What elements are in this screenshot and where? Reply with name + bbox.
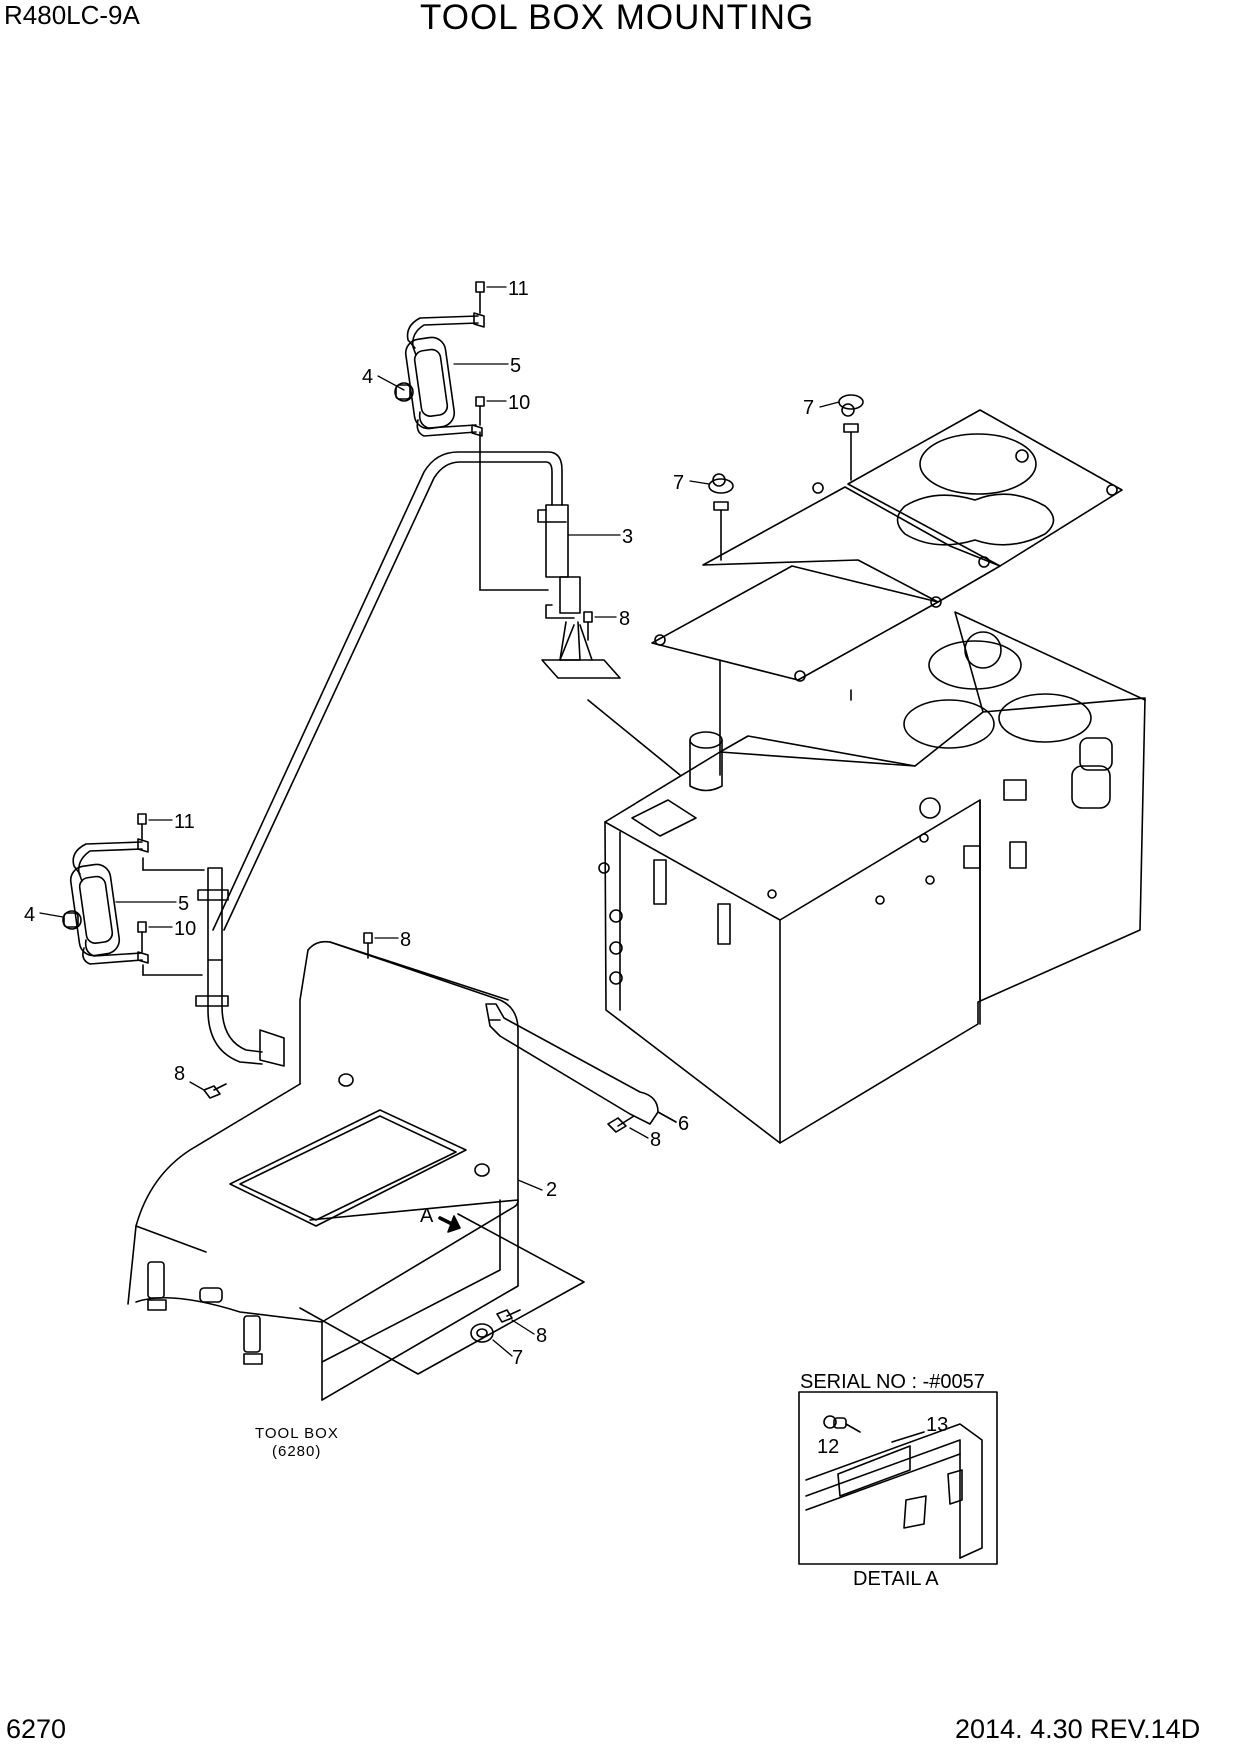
callout-8-bottom: 8	[536, 1325, 547, 1347]
callout-10-left: 10	[174, 918, 196, 940]
lower-stay	[195, 867, 285, 1099]
callout-7-bottom: 7	[512, 1347, 523, 1369]
callout-8-mid: 8	[400, 929, 411, 951]
callout-8-top: 8	[619, 608, 630, 630]
detail-a-content	[805, 1415, 983, 1559]
callout-5-left: 5	[178, 893, 189, 915]
model-number: R480LC-9A	[4, 0, 140, 30]
callout-2: 2	[546, 1179, 557, 1201]
upper-mirror	[394, 312, 485, 437]
callout-7-a: 7	[673, 472, 684, 494]
callout-12: 12	[817, 1436, 839, 1458]
callout-leaders	[39, 286, 840, 1357]
page-number: 6270	[6, 1714, 67, 1744]
callout-labels: 11 5 4 10 3 8 7 7 11 5 4 10 8 8 6 8 2 8 …	[24, 278, 948, 1458]
tank-body	[598, 611, 1146, 1144]
callout-11-left: 11	[174, 811, 195, 833]
callout-3: 3	[622, 526, 633, 548]
callout-11-top: 11	[508, 278, 529, 300]
callout-7-b: 7	[803, 397, 814, 419]
strap	[485, 1003, 677, 1125]
callout-4-left: 4	[24, 904, 35, 926]
callout-6: 6	[678, 1113, 689, 1135]
serial-number-label: SERIAL NO : -#0057	[800, 1371, 985, 1393]
revision-date: 2014. 4.30 REV.14D	[955, 1714, 1201, 1744]
callout-10-top: 10	[508, 392, 530, 414]
callout-8-right: 8	[650, 1129, 661, 1151]
callout-13: 13	[926, 1414, 948, 1436]
lower-mirror	[62, 813, 205, 976]
callout-4-top: 4	[362, 366, 373, 388]
toolbox-ref: (6280)	[272, 1443, 321, 1460]
page-title: TOOL BOX MOUNTING	[420, 0, 815, 37]
upper-bolts	[475, 281, 485, 426]
callout-5-top: 5	[510, 355, 521, 377]
detail-a-frame	[798, 1391, 998, 1565]
floor-plates	[651, 403, 1123, 682]
tool-box	[127, 940, 585, 1401]
detail-a-label: DETAIL A	[853, 1568, 939, 1590]
mirror-stay-pipe	[212, 431, 681, 931]
toolbox-name: TOOL BOX	[255, 1425, 339, 1442]
callout-8-left: 8	[174, 1063, 185, 1085]
view-arrow-label: A	[420, 1205, 434, 1227]
